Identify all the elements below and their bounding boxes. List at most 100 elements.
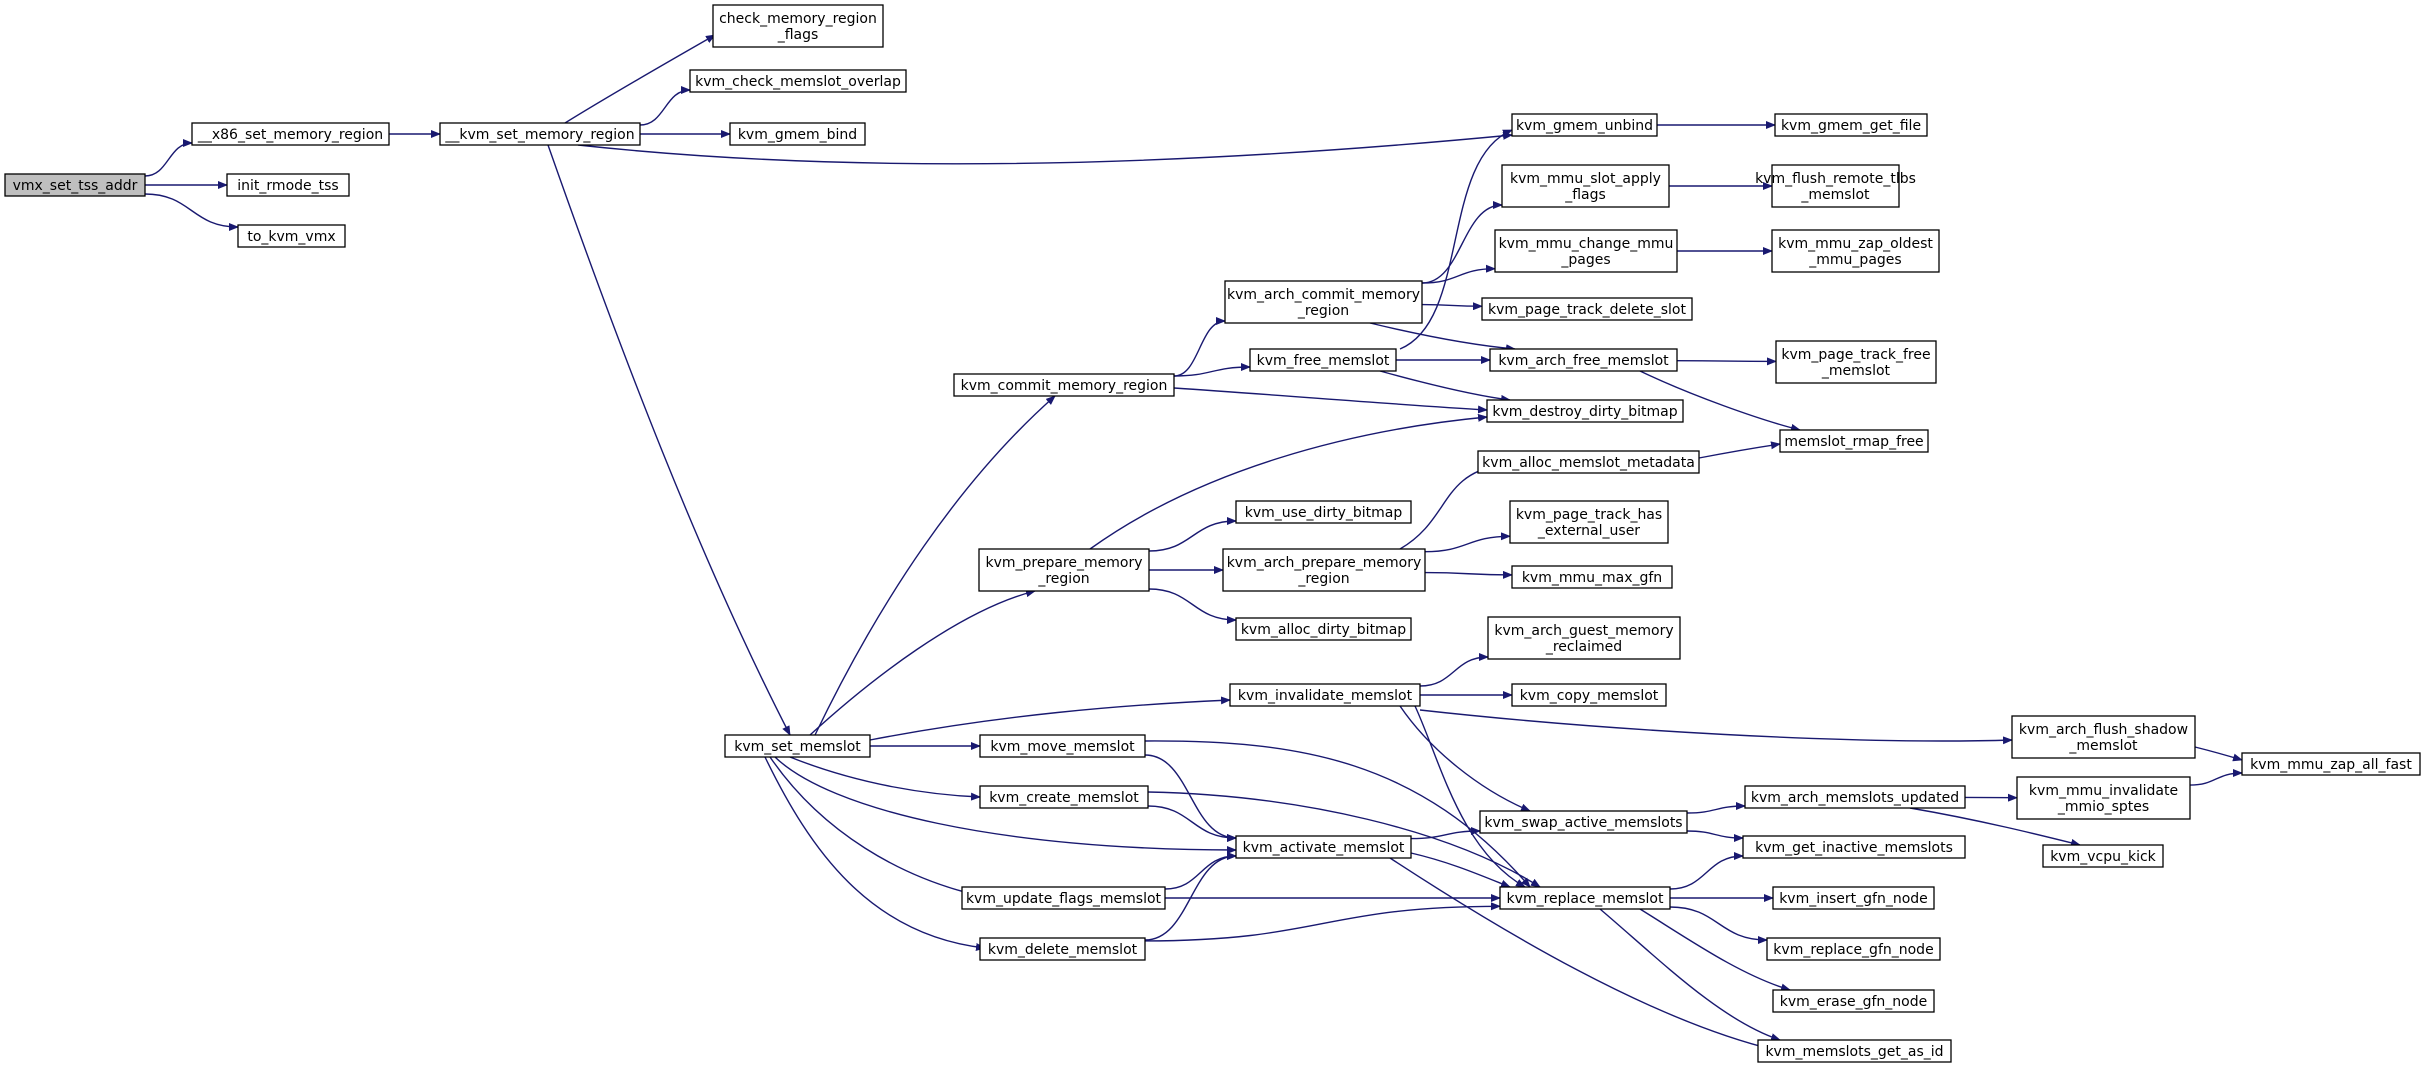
- function-node-kvm-copy-memslot[interactable]: kvm_copy_memslot: [1511, 683, 1667, 707]
- function-node-kvm-create-memslot[interactable]: kvm_create_memslot: [979, 785, 1149, 809]
- call-edge: [1399, 705, 1531, 812]
- function-node-kvm-page-track-delete-slot[interactable]: kvm_page_track_delete_slot: [1481, 297, 1693, 321]
- function-node-kvm-mmu-max-gfn[interactable]: kvm_mmu_max_gfn: [1511, 565, 1673, 589]
- call-edge: [809, 589, 1036, 736]
- node-box: [1501, 164, 1670, 208]
- function-node-kvm-flush-remote-tlbs-memslot[interactable]: kvm_flush_remote_tlbs_memslot: [1755, 164, 1916, 208]
- function-node-kvm-arch-prepare-memory-region[interactable]: kvm_arch_prepare_memory_region: [1222, 548, 1426, 592]
- node-label: kvm_destroy_dirty_bitmap: [1492, 404, 1677, 420]
- function-node-kvm-arch-guest-memory-reclaimed[interactable]: kvm_arch_guest_memory_reclaimed: [1487, 616, 1681, 660]
- node-label: kvm_flush_remote_tlbs: [1755, 171, 1916, 187]
- function-node-kvm-page-track-free-memslot[interactable]: kvm_page_track_free_memslot: [1775, 340, 1937, 384]
- function-node-kvm-arch-commit-memory-region[interactable]: kvm_arch_commit_memory_region: [1224, 280, 1423, 324]
- function-node-kvm-check-memslot-overlap[interactable]: kvm_check_memslot_overlap: [689, 69, 907, 93]
- node-box: [1772, 989, 1935, 1013]
- function-node-kvm-mmu-slot-apply-flags[interactable]: kvm_mmu_slot_apply_flags: [1501, 164, 1670, 208]
- node-label: _flags: [1564, 187, 1606, 203]
- node-label: __kvm_set_memory_region: [444, 127, 634, 143]
- function-node-kvm-prepare-memory-region[interactable]: kvm_prepare_memory_region: [978, 548, 1150, 592]
- function-node-kvm-delete-memslot[interactable]: kvm_delete_memslot: [979, 937, 1146, 961]
- function-node-kvm-replace-memslot[interactable]: kvm_replace_memslot: [1499, 886, 1671, 910]
- call-edge: [144, 193, 239, 231]
- function-node-memslot-rmap-free[interactable]: memslot_rmap_free: [1779, 429, 1929, 453]
- function-node-kvm-gmem-get-file[interactable]: kvm_gmem_get_file: [1774, 113, 1928, 137]
- call-edge: [1669, 906, 1768, 944]
- node-box: [979, 937, 1146, 961]
- call-edge: [1686, 802, 1746, 814]
- call-edge: [1639, 908, 1791, 992]
- call-edge: [789, 756, 981, 801]
- function-node-kvm-swap-active-memslots[interactable]: kvm_swap_active_memslots: [1479, 810, 1688, 834]
- function-node-init-rmode-tss[interactable]: init_rmode_tss: [226, 173, 350, 197]
- function-node-kvm-invalidate-memslot[interactable]: kvm_invalidate_memslot: [1229, 683, 1421, 707]
- function-node-kvm-get-inactive-memslots[interactable]: kvm_get_inactive_memslots: [1742, 835, 1966, 859]
- function-node-kvm-arch-flush-shadow-memslot[interactable]: kvm_arch_flush_shadow_memslot: [2011, 715, 2196, 759]
- call-edge: [1173, 363, 1251, 377]
- node-label: kvm_erase_gfn_node: [1780, 994, 1928, 1010]
- function-node-kvm-mmu-change-mmu-pages[interactable]: kvm_mmu_change_mmu_pages: [1494, 229, 1678, 273]
- function-node-to-kvm-vmx[interactable]: to_kvm_vmx: [237, 224, 346, 248]
- node-box: [1477, 450, 1700, 474]
- node-label: kvm_update_flags_memslot: [966, 891, 1162, 907]
- function-node-kvm-erase-gfn-node[interactable]: kvm_erase_gfn_node: [1772, 989, 1935, 1013]
- function-node-kvm-memslots-get-as-id[interactable]: kvm_memslots_get_as_id: [1757, 1039, 1952, 1063]
- node-box: [1487, 616, 1681, 660]
- function-node-kvm-commit-memory-region[interactable]: kvm_commit_memory_region: [953, 373, 1175, 397]
- function-node-kvm-mmu-zap-all-fast[interactable]: kvm_mmu_zap_all_fast: [2241, 752, 2421, 776]
- function-node-kvm-arch-free-memslot[interactable]: kvm_arch_free_memslot: [1489, 348, 1678, 372]
- function-node-check-memory-region-flags[interactable]: check_memory_region_flags: [712, 4, 884, 48]
- function-node-kvm-mmu-zap-oldest-mmu-pages[interactable]: kvm_mmu_zap_oldest_mmu_pages: [1771, 229, 1940, 273]
- function-node-kvm-activate-memslot[interactable]: kvm_activate_memslot: [1235, 835, 1412, 859]
- node-box: [1511, 113, 1658, 137]
- function-node-kvm-use-dirty-bitmap[interactable]: kvm_use_dirty_bitmap: [1235, 500, 1412, 524]
- nodes-layer: vmx_set_tss_addr __x86_set_memory_regioni…: [4, 4, 2421, 1063]
- node-label: kvm_arch_free_memslot: [1498, 353, 1669, 369]
- call-edge: [1424, 570, 1513, 579]
- function-node-kvm-alloc-memslot-metadata[interactable]: kvm_alloc_memslot_metadata: [1477, 450, 1700, 474]
- node-label: kvm_replace_gfn_node: [1773, 942, 1933, 958]
- function-node-vmx-set-tss-addr[interactable]: vmx_set_tss_addr: [4, 173, 146, 197]
- function-node-kvm-vcpu-kick[interactable]: kvm_vcpu_kick: [2042, 844, 2164, 868]
- node-box: [1766, 937, 1941, 961]
- node-box: [237, 224, 346, 248]
- call-edge: [1144, 754, 1237, 842]
- function-node-kvm-destroy-dirty-bitmap[interactable]: kvm_destroy_dirty_bitmap: [1486, 399, 1684, 423]
- call-edge: [814, 395, 1056, 736]
- call-edge: [1173, 387, 1488, 414]
- node-label: kvm_arch_prepare_memory: [1227, 555, 1422, 571]
- function-node-kvm-replace-gfn-node[interactable]: kvm_replace_gfn_node: [1766, 937, 1941, 961]
- function-node-kvm-page-track-has-external-user[interactable]: kvm_page_track_has_external_user: [1509, 500, 1669, 544]
- function-node-kvm-mmu-invalidate-mmio-sptes[interactable]: kvm_mmu_invalidate_mmio_sptes: [2016, 776, 2191, 820]
- function-node-kvm-arch-memslots-updated[interactable]: kvm_arch_memslots_updated: [1744, 785, 1966, 809]
- node-label: kvm_mmu_zap_all_fast: [2250, 757, 2412, 773]
- function-node-kvm-move-memslot[interactable]: kvm_move_memslot: [979, 734, 1146, 758]
- function-node-kvm-gmem-bind[interactable]: kvm_gmem_bind: [729, 122, 866, 146]
- node-label: memslot_rmap_free: [1784, 434, 1923, 450]
- node-label: kvm_memslots_get_as_id: [1765, 1044, 1943, 1060]
- node-label: kvm_create_memslot: [989, 790, 1139, 806]
- call-edge: [1419, 653, 1489, 687]
- node-label: kvm_vcpu_kick: [2050, 849, 2156, 865]
- function-node-kvm-set-memslot[interactable]: kvm_set_memslot: [724, 734, 871, 758]
- call-edge: [1421, 201, 1503, 284]
- function-node-kvm-gmem-unbind[interactable]: kvm_gmem_unbind: [1511, 113, 1658, 137]
- node-label: _pages: [1560, 252, 1610, 268]
- function-node-kvm-alloc-dirty-bitmap[interactable]: kvm_alloc_dirty_bitmap: [1235, 617, 1412, 641]
- node-box: [979, 785, 1149, 809]
- node-box: [1511, 565, 1673, 589]
- call-edge: [1148, 517, 1237, 552]
- node-box: [2241, 752, 2421, 776]
- function-node-kvm-insert-gfn-node[interactable]: kvm_insert_gfn_node: [1772, 886, 1935, 910]
- function-node-x86-set-memory-region[interactable]: __x86_set_memory_region: [191, 122, 390, 146]
- node-box: [1772, 886, 1935, 910]
- node-label: kvm_mmu_zap_oldest: [1778, 236, 1933, 252]
- node-label: init_rmode_tss: [237, 178, 338, 194]
- function-node-kvm-free-memslot[interactable]: kvm_free_memslot: [1249, 348, 1397, 372]
- function-node-kvm-set-memory-region[interactable]: __kvm_set_memory_region: [439, 122, 641, 146]
- call-edge: [1419, 709, 2013, 745]
- node-box: [191, 122, 390, 146]
- call-edge: [774, 756, 1237, 854]
- node-label: _external_user: [1537, 523, 1640, 539]
- node-box: [1499, 886, 1671, 910]
- function-node-kvm-update-flags-memslot[interactable]: kvm_update_flags_memslot: [961, 886, 1166, 910]
